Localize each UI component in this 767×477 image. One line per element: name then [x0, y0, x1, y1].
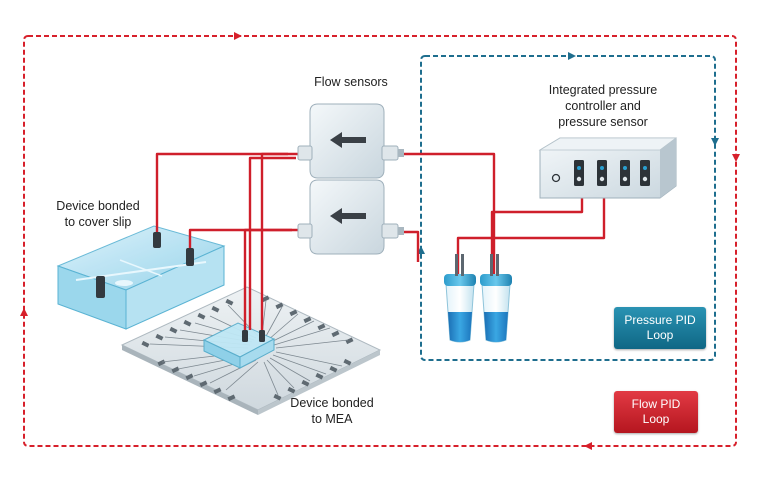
flow-badge-line-1: Flow PID [631, 397, 681, 411]
flow-badge-line-2: Loop [642, 412, 670, 426]
flow-sensors-text: Flow sensors [314, 75, 388, 89]
reservoir-left [444, 254, 476, 343]
flow-sensor-top [297, 103, 404, 179]
flow-pid-loop-line [20, 32, 740, 450]
cover-slip-label-line-2: to cover slip [64, 215, 132, 229]
mea-label: Device bonded to MEA [272, 395, 392, 427]
cover-slip-label-line-1: Device bonded [56, 199, 140, 213]
pressure-badge-line-1: Pressure PID [624, 313, 696, 327]
flow-pid-loop-badge: Flow PID Loop [614, 391, 698, 433]
flow-sensor-bottom [297, 179, 404, 255]
flow-sensors-label: Flow sensors [296, 74, 406, 90]
cover-slip-device [56, 225, 226, 330]
pressure-badge-line-2: Loop [646, 328, 674, 342]
cover-slip-label: Device bonded to cover slip [38, 198, 158, 230]
mea-label-line-2: to MEA [311, 412, 353, 426]
controller-label-line-1: Integrated pressure [548, 83, 658, 97]
pressure-controller [538, 137, 678, 199]
controller-label-line-3: pressure sensor [558, 115, 648, 129]
cover-slip-ports [96, 232, 194, 298]
mea-chip [120, 286, 382, 415]
controller-label: Integrated pressure controller and press… [528, 82, 678, 130]
pressure-pid-loop-badge: Pressure PID Loop [614, 307, 706, 349]
mea-label-line-1: Device bonded [290, 396, 374, 410]
reservoir-right [480, 254, 512, 343]
arrow-left-icon [330, 132, 366, 148]
controller-label-line-2: controller and [565, 99, 641, 113]
arrow-left-icon [330, 208, 366, 224]
mea-device-ports [242, 330, 265, 342]
